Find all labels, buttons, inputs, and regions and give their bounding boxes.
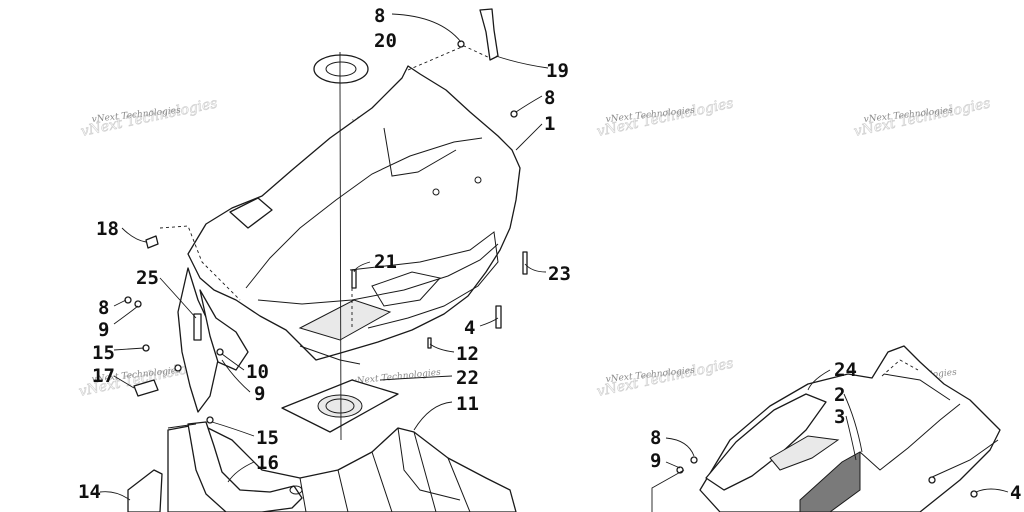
callout-labels: 8 20 19 8 1 18 21 23 25 8 9 4 15 12 10 1…	[78, 5, 1021, 504]
callout-label: 23	[548, 263, 571, 285]
callout-label: 20	[374, 30, 397, 52]
strap-part	[479, 8, 499, 61]
belly-pan-part	[167, 423, 517, 512]
callout-label: 19	[546, 60, 569, 82]
callout-label: 4	[1010, 482, 1021, 504]
callout-label: 4	[464, 317, 475, 339]
hood-part	[177, 65, 521, 413]
callout-label: 15	[92, 342, 115, 364]
fasteners	[124, 40, 978, 498]
callout-label: 14	[78, 481, 101, 503]
callout-label: 10	[246, 361, 269, 383]
callout-label: 24	[834, 359, 857, 381]
callout-label: 12	[456, 343, 479, 365]
callout-label: 8	[650, 427, 661, 449]
callout-label: 8	[544, 87, 555, 109]
callout-label: 1	[544, 113, 555, 135]
callout-label: 18	[96, 218, 119, 240]
callout-label: 3	[834, 406, 845, 428]
skid-plate-part	[281, 379, 399, 433]
callout-label: 15	[256, 427, 279, 449]
callout-label: 8	[374, 5, 385, 27]
leader-lines	[99, 13, 1009, 512]
callout-label: 21	[374, 251, 397, 273]
callout-label: 25	[136, 267, 159, 289]
side-panel-part	[127, 469, 163, 512]
dashed-guides	[159, 45, 919, 377]
callout-label: 9	[98, 319, 109, 341]
ring-part	[313, 54, 369, 84]
side-bracket-part	[187, 421, 303, 512]
callout-label: 9	[254, 383, 265, 405]
callout-label: 9	[650, 450, 661, 472]
callout-label: 17	[92, 365, 115, 387]
callout-label: 16	[256, 452, 279, 474]
callout-label: 8	[98, 297, 109, 319]
callout-label: 11	[456, 393, 479, 415]
right-nose-view	[699, 345, 1001, 512]
callout-label: 22	[456, 367, 479, 389]
callout-label: 2	[834, 384, 845, 406]
